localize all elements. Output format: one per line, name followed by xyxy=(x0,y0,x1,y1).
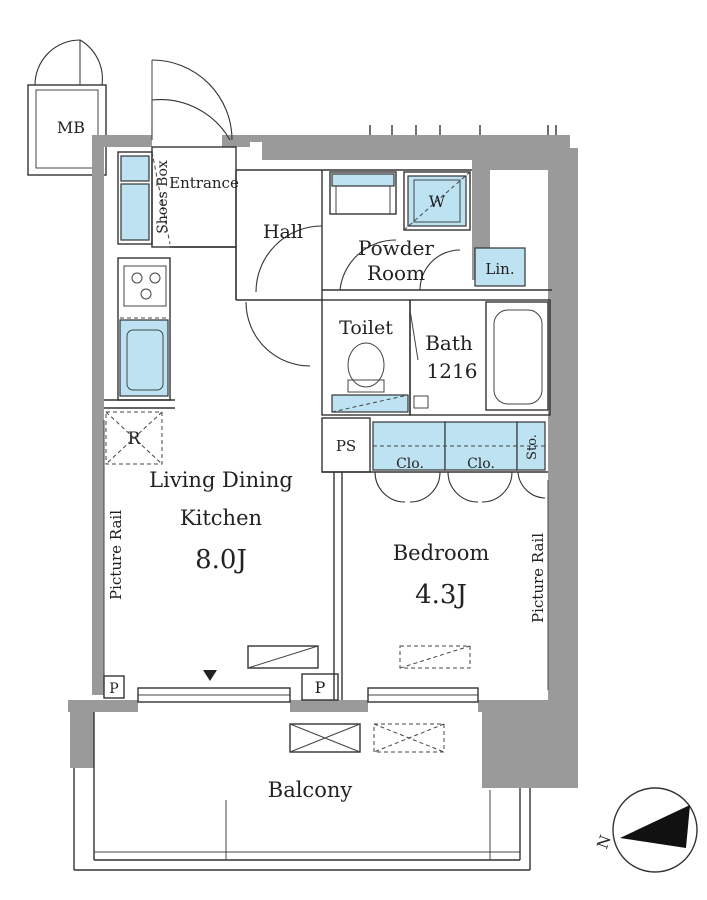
bathtub xyxy=(409,301,549,411)
powder-door xyxy=(339,239,461,291)
label-powder-room-1: Powder xyxy=(358,236,434,260)
sliding-windows xyxy=(137,670,479,703)
walls xyxy=(68,125,578,788)
label-bedroom: Bedroom xyxy=(393,541,490,565)
closets xyxy=(372,421,546,503)
north-arrow-icon xyxy=(620,805,690,848)
pipe-shaft-left xyxy=(103,675,125,699)
washer-space xyxy=(403,171,471,231)
labels: MB Entrance Shoes Box Hall Powder Room W… xyxy=(57,118,615,851)
refrigerator-space xyxy=(105,411,163,465)
ac-unit-ldk xyxy=(247,645,319,669)
label-bedroom-size: 4.3J xyxy=(415,580,467,610)
label-hall: Hall xyxy=(263,221,303,243)
toilet-fixture xyxy=(331,342,409,413)
label-toilet: Toilet xyxy=(339,317,393,339)
label-ldk-1: Living Dining xyxy=(149,468,293,492)
pipe-shaft-right xyxy=(301,673,339,701)
hall-door xyxy=(245,225,323,367)
kitchen-counter xyxy=(117,257,171,401)
shoes-box xyxy=(117,151,171,245)
label-pipe-right: P xyxy=(315,678,326,697)
label-washer: W xyxy=(429,192,446,211)
label-shoes-box: Shoes Box xyxy=(155,160,171,234)
vanity xyxy=(329,171,397,215)
label-mb: MB xyxy=(57,118,85,137)
label-entrance: Entrance xyxy=(169,174,239,192)
label-bath-1: Bath xyxy=(425,331,473,355)
interior-lines xyxy=(103,146,552,700)
linen-cabinet xyxy=(474,247,526,287)
ac-unit-bedroom xyxy=(399,645,471,669)
label-pipe-left: P xyxy=(109,681,118,697)
label-ldk-2: Kitchen xyxy=(180,506,262,530)
label-bath-2: 1216 xyxy=(427,359,478,383)
label-picture-rail-left: Picture Rail xyxy=(107,510,125,600)
label-balcony: Balcony xyxy=(268,778,353,802)
label-refrigerator: R xyxy=(128,429,142,449)
balcony-area xyxy=(73,712,531,871)
entrance-door xyxy=(151,59,233,141)
mb-closet xyxy=(27,39,107,176)
label-closet-2: Clo. xyxy=(467,456,495,472)
label-north: N xyxy=(593,833,614,851)
label-closet-1: Clo. xyxy=(396,456,424,472)
label-storage: Sto. xyxy=(525,434,540,460)
entry-arrow-icon xyxy=(203,670,217,681)
compass xyxy=(612,787,698,873)
label-ldk-size: 8.0J xyxy=(195,545,247,575)
label-powder-room-2: Room xyxy=(367,261,425,285)
label-picture-rail-right: Picture Rail xyxy=(529,533,547,623)
label-ps: PS xyxy=(336,437,356,455)
label-linen: Lin. xyxy=(485,260,514,278)
